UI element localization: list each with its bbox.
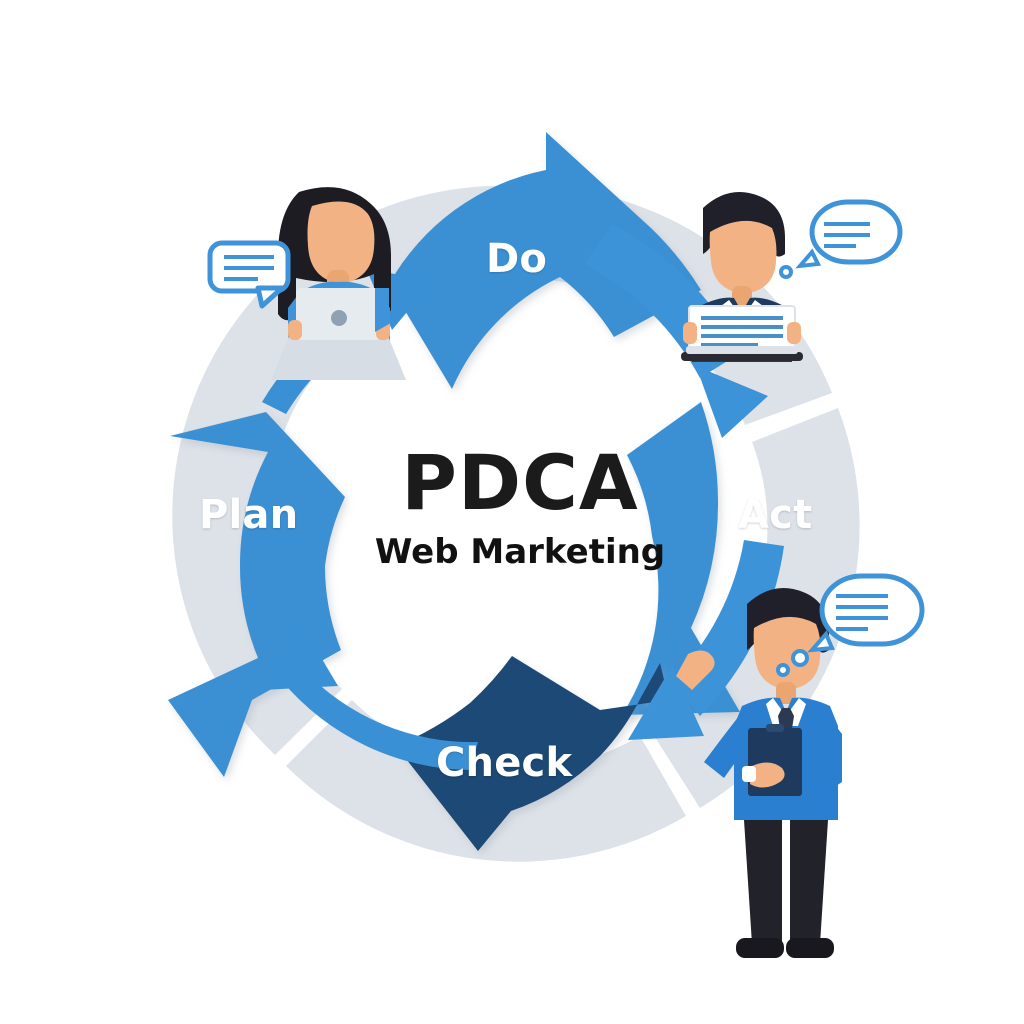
thought-bubble-man-clipboard-body <box>819 573 925 647</box>
thought-bubble-man-document-dot <box>779 265 793 279</box>
thought-bubble-man-clipboard-dot-1 <box>791 649 809 667</box>
thought-bubble-man-document <box>779 199 903 279</box>
thought-bubble-man-clipboard <box>776 573 925 677</box>
center-title: PDCA <box>401 438 639 527</box>
speech-bubble-woman <box>207 240 291 309</box>
man-clip-pants <box>744 820 782 944</box>
man-clip-shoe-left <box>736 938 784 958</box>
segment-plan[interactable] <box>168 412 345 777</box>
connector-act-to-check-head <box>628 666 704 740</box>
woman-deco-shape <box>375 288 389 332</box>
man-clip-hand-raised <box>676 650 715 690</box>
woman-laptop-logo <box>331 310 347 326</box>
man-clip-pants-right <box>790 820 828 944</box>
segment-plan-shape[interactable] <box>168 412 345 777</box>
person-man-clipboard <box>676 588 842 958</box>
man-doc-laptop-deck <box>681 352 803 361</box>
segment-check[interactable] <box>396 656 669 851</box>
segment-act[interactable] <box>622 402 740 715</box>
center-subtitle: Web Marketing <box>374 532 666 572</box>
man-clip-hand-holding <box>750 762 785 788</box>
person-woman-laptop <box>271 187 406 380</box>
thought-bubble-man-clipboard-dot-2 <box>776 663 790 677</box>
man-clip-arm-right <box>814 716 842 794</box>
man-clip-face <box>753 616 821 690</box>
man-clip-shoe-right <box>786 938 834 958</box>
man-clip-clipboard-clip <box>766 724 784 732</box>
thought-bubble-man-document-body <box>809 199 903 265</box>
connector-check-to-plan-shape <box>282 668 478 770</box>
man-clip-shirt <box>766 698 806 726</box>
man-clip-arm-raised <box>704 712 756 778</box>
segment-label-do: Do <box>486 236 548 282</box>
man-clip-cuff <box>742 766 756 782</box>
segment-act-shape[interactable] <box>622 402 740 715</box>
man-doc-hand-left <box>683 322 697 344</box>
segment-do[interactable] <box>389 132 701 389</box>
connector-check-to-plan-head <box>262 622 338 690</box>
woman-face <box>307 201 375 284</box>
thought-bubble-man-clipboard-tail <box>807 630 835 653</box>
man-clip-neck <box>776 682 796 704</box>
man-doc-neck <box>732 286 752 308</box>
segment-label-plan: Plan <box>199 492 299 538</box>
person-man-document <box>681 192 803 362</box>
segment-do-shape[interactable] <box>389 132 701 389</box>
segment-check-shape[interactable] <box>396 656 669 851</box>
man-doc-laptop-base <box>686 346 798 354</box>
woman-laptop-base <box>271 336 406 380</box>
segment-label-check: Check <box>436 740 573 786</box>
center-text-block: PDCA Web Marketing <box>330 438 710 572</box>
man-doc-face <box>709 220 777 294</box>
man-doc-hand-right <box>787 322 801 344</box>
connector-do-to-act-head <box>696 366 768 438</box>
segment-label-act: Act <box>738 492 813 538</box>
woman-hand-left <box>288 320 302 340</box>
connector-check-to-plan <box>262 622 478 770</box>
speech-bubble-woman-tail <box>255 285 285 309</box>
thought-bubble-man-document-tail <box>795 248 822 269</box>
